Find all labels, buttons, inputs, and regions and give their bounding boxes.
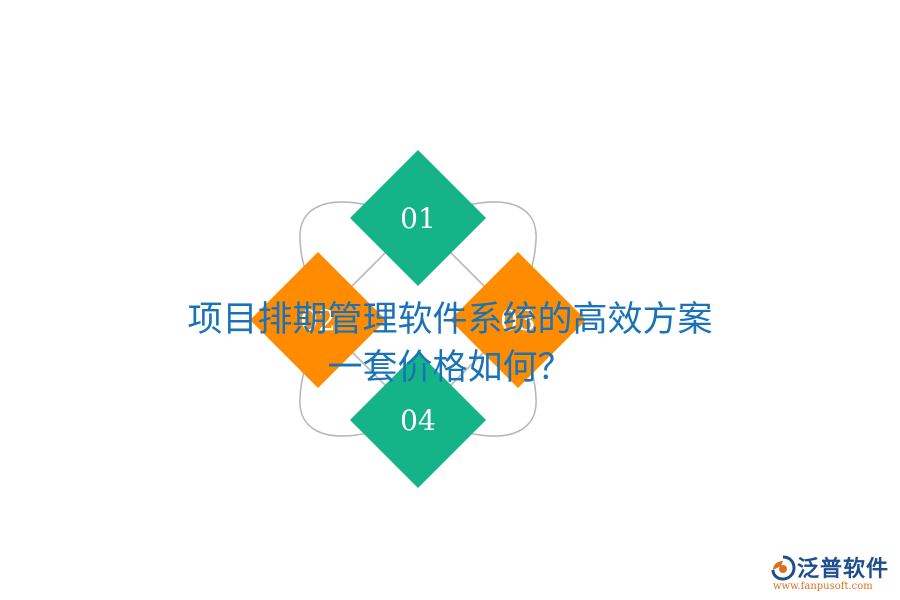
diamond-label-04: 04: [400, 404, 436, 437]
brand-logo[interactable]: 泛普软件 www.fanpusoft.com: [770, 551, 898, 597]
diamond-node-03: [450, 252, 586, 388]
title-line-2: 一套价格如何？: [327, 348, 573, 388]
diamond-node-04: [350, 352, 486, 488]
diamond-label-01: 01: [400, 202, 436, 235]
fanpu-logo-icon: [771, 555, 796, 581]
diamond-label-03: 03: [500, 304, 536, 337]
diamond-node-01: [350, 150, 486, 286]
inner-line-br: [447, 349, 487, 389]
logo-url: www.fanpusoft.com: [773, 581, 873, 592]
diamond-nodes: 01 02 03 04: [250, 150, 586, 488]
logo-name: 泛普软件: [797, 557, 890, 582]
inner-line-tr: [447, 249, 487, 289]
diamond-node-02: [250, 252, 386, 388]
title-line-1: 项目排期管理软件系统的高效方案: [187, 300, 713, 340]
diamond-label-02: 02: [300, 304, 336, 337]
inner-line-bl: [349, 349, 389, 389]
inner-line-tl: [349, 249, 389, 289]
